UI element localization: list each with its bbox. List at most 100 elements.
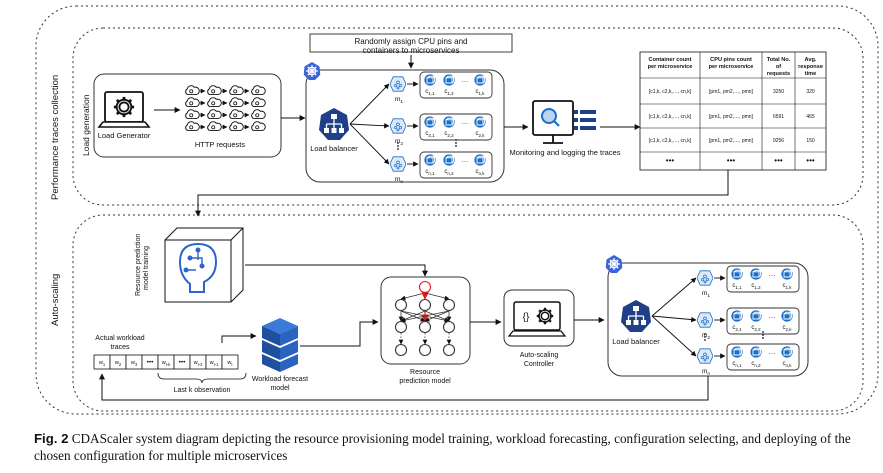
container-icon	[750, 268, 762, 280]
arrow-table-to-training	[195, 170, 729, 217]
trace-cell-label: w1	[98, 360, 106, 367]
table-cell: •••	[727, 156, 736, 165]
container-icon	[750, 310, 762, 322]
trace-cell-label: wt-2	[193, 360, 203, 367]
table-cell: [pm1, pm2,…, pmn]	[709, 89, 754, 95]
nn-edge	[400, 292, 426, 301]
container-label: cn,k	[782, 361, 792, 368]
load-generation-label: Load generation	[81, 94, 91, 156]
actual-traces-label-2: traces	[110, 344, 130, 351]
container-icon	[731, 268, 743, 280]
cloud-icon	[185, 97, 200, 107]
pod-ellipsis-dot	[397, 142, 399, 144]
training-label-1: Resource prediction	[135, 234, 142, 296]
table-cell: 3250	[773, 89, 784, 95]
table-cell: 465	[806, 114, 815, 120]
http-requests-label: HTTP requests	[195, 140, 246, 149]
container-label: c2,2	[751, 325, 761, 332]
cloud-icon	[251, 109, 266, 119]
lb-to-pod-arrow	[349, 123, 390, 129]
table-header: response	[798, 64, 823, 70]
controller-laptop-icon: {}	[507, 301, 567, 337]
container-ellipsis: …	[462, 119, 469, 126]
cloud-icon	[207, 109, 222, 119]
container-icon	[781, 310, 793, 322]
cloud-icon	[185, 85, 200, 95]
table-header: time	[805, 71, 817, 77]
perf-section-label: Performance traces collection	[50, 75, 61, 200]
assign-line-1: Randomly assign CPU pins and	[355, 37, 468, 46]
container-label: c2,k	[782, 325, 792, 332]
container-icon	[474, 74, 486, 86]
microservice-pod-icon	[697, 312, 713, 328]
cube-stack-forecast-icon	[262, 318, 298, 372]
training-label-2: model training	[143, 246, 150, 290]
figure-caption: Fig. 2 CDAScaler system diagram depictin…	[34, 430, 874, 464]
container-icon	[443, 116, 455, 128]
lb-to-pod-arrow	[651, 315, 697, 357]
cloud-icon	[207, 97, 222, 107]
container-label: c1,k	[475, 89, 485, 96]
table-cell: [c1,k, c2,k,…, cn,k]	[649, 138, 692, 144]
table-cell: •••	[806, 156, 815, 165]
container-label: cn,k	[475, 169, 485, 176]
table-cell: [c1,k, c2,k,…, cn,k]	[649, 89, 692, 95]
container-label: cn,1	[425, 169, 435, 176]
microservice-pod-icon	[390, 156, 406, 172]
cloud-icon	[185, 121, 200, 131]
table-cell: 6591	[773, 114, 784, 120]
nn-node	[418, 280, 432, 294]
last-k-brace	[157, 372, 247, 384]
trace-cell-label: w3	[130, 360, 138, 367]
assign-line-2: containers to microservices	[363, 46, 460, 55]
autoscale-section-label: Auto-scaling	[50, 274, 61, 326]
container-icon	[443, 154, 455, 166]
container-ellipsis: …	[462, 157, 469, 164]
perf-load-balancer-label: Load balancer	[310, 144, 358, 153]
neural-network-tree	[394, 280, 456, 357]
container-icon	[781, 346, 793, 358]
load-generation-box	[93, 73, 282, 158]
microservice-label: mn	[702, 368, 710, 377]
container-icon	[443, 74, 455, 86]
trace-cell-label: wt	[226, 360, 233, 367]
nn-edge	[424, 292, 450, 301]
brain-training-icon	[164, 227, 244, 303]
load-generator-laptop-icon	[97, 91, 151, 128]
nn-node	[418, 320, 432, 334]
container-icon	[731, 346, 743, 358]
magnifier-icon	[541, 108, 557, 124]
arrow-feedback-loop	[99, 373, 709, 401]
load-balancer-hierarchy-icon	[620, 300, 652, 332]
cloud-icon	[251, 97, 266, 107]
microservice-label: m1	[395, 96, 403, 105]
microservice-pod-icon	[697, 270, 713, 286]
container-group-box	[419, 71, 493, 99]
microservice-label: m2	[702, 332, 710, 341]
controller-box	[503, 289, 575, 347]
container-icon	[474, 154, 486, 166]
microservice-label: m1	[702, 290, 710, 299]
table-cell: 9256	[773, 138, 784, 144]
code-icon: {}	[523, 312, 530, 323]
container-label: c2,1	[425, 131, 435, 138]
container-ellipsis: …	[769, 313, 776, 320]
container-label: cn,2	[444, 169, 454, 176]
container-ellipsis: …	[769, 349, 776, 356]
controller-label-2: Controller	[524, 361, 555, 368]
caption-label: Fig. 2	[34, 431, 69, 446]
trace-cell-label: wt-k	[161, 360, 171, 367]
table-header: of	[776, 64, 781, 70]
container-ellipsis: …	[769, 271, 776, 278]
pod-ellipsis-dot	[704, 336, 706, 338]
table-cell: •••	[666, 156, 675, 165]
container-label: c1,1	[425, 89, 435, 96]
trace-cell-label: •••	[179, 359, 187, 366]
auto-load-balancer-label: Load balancer	[612, 337, 660, 346]
kubernetes-icon	[605, 255, 623, 273]
cloud-icon	[251, 85, 266, 95]
pod-ellipsis-dot	[704, 333, 706, 335]
